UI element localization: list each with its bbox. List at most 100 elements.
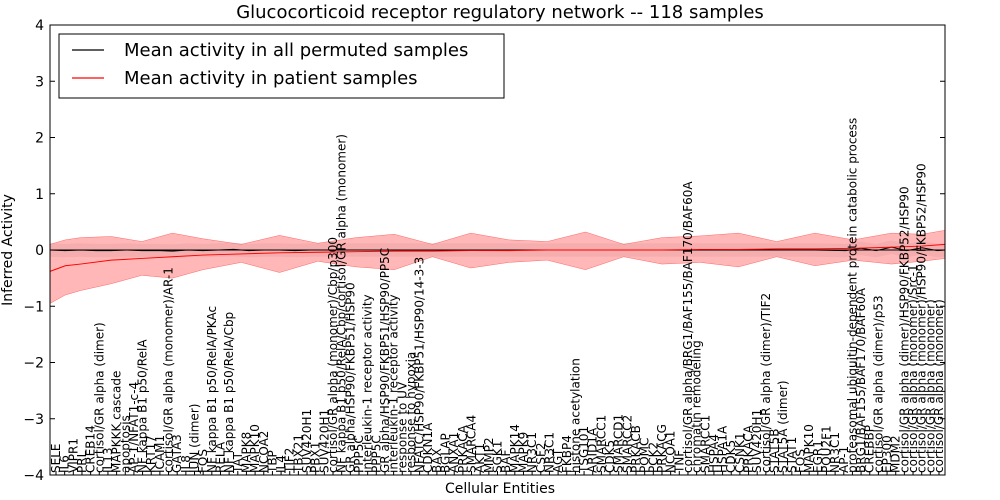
x-tick-label: SMARCC2 [620, 415, 634, 473]
x-tick-label: AGT [551, 448, 565, 473]
x-tick-label: PBX1 [309, 442, 323, 473]
x-tick-label: TAT [231, 451, 245, 474]
x-tick-label: AKT1 [473, 443, 487, 473]
y-axis-label: Inferred Activity [0, 194, 16, 306]
x-tick-label: EGR1 [811, 440, 825, 473]
x-tick-label: EP300 [880, 435, 894, 473]
x-tick-label: SGK1 [491, 441, 505, 473]
y-tick-label: −4 [23, 468, 44, 484]
x-tick-label: interleukin-1 receptor activity [387, 294, 401, 473]
x-tick-label: cortisol/GR alpha (monomer) [932, 299, 946, 473]
x-tick-label: NF kappa B1 p50/RelA/Cbp [222, 312, 236, 473]
x-tick-label: HSPA1A [716, 425, 730, 473]
x-tick-label: NF kappa B1 p50/RelA/PKAc [205, 306, 219, 473]
x-tick-label: TBX21 [291, 434, 305, 474]
y-tick-label: 0 [35, 243, 44, 259]
x-tick-label: CREB14 [84, 425, 98, 473]
x-tick-label: JUN (dimer) [188, 404, 202, 474]
x-tick-label: AP-1 [837, 446, 851, 473]
x-tick-label: ICAM1 [153, 435, 167, 473]
legend-label: Mean activity in all permuted samples [124, 40, 468, 61]
x-tick-label: NCOA1 [664, 431, 678, 473]
series-lines [49, 243, 946, 272]
x-tick-label: cortisol/GR alpha (dimer)/TIF2 [759, 293, 773, 473]
x-tick-label: MAPKKK cascade [110, 371, 124, 473]
x-tick-label: PCK2 [646, 442, 660, 473]
x-tick-label: cortisol/GR alpha (dimer) [92, 322, 106, 473]
x-tick-label: AP-1/NFAT1-c-4 [127, 382, 141, 473]
x-tick-label: PRKACA [456, 424, 470, 473]
x-tick-label: POMC [638, 438, 652, 473]
x-tick-label: MMP2 [482, 437, 496, 473]
x-tick-label: HSPA4 [707, 434, 721, 473]
x-tick-label: CREBBP [863, 425, 877, 473]
x-tick-label: MDM2 [889, 435, 903, 473]
x-tick-label: cortisol/GR alpha (monomer)/AR-1 [162, 267, 176, 473]
x-tick-label: cortisol/GR alpha (dimer)/HSP90/FKBP52/H… [897, 186, 911, 473]
x-tick-label: NR3C1 [828, 432, 842, 473]
x-axis-label: Cellular Entities [445, 481, 555, 497]
x-tick-label: GR alpha/HSP90/FKBP51/HSP90/PP5C [378, 248, 392, 473]
x-tick-label: SMARCC1 [698, 415, 712, 473]
legend-label: Mean activity in patient samples [124, 68, 418, 89]
x-tick-label: cortisol/GR alpha (monomer) [923, 299, 937, 473]
x-tick-label: FOS [793, 449, 807, 473]
x-tick-label: STAT1 [785, 437, 799, 473]
x-tick-label: CSF2 [534, 442, 548, 473]
x-tick-label: MAPK9 [516, 432, 530, 473]
x-tick-label: cortisol/GR alpha (monomer)/HSP90/FKBP52… [915, 163, 929, 473]
x-tick-label: CDK5 [724, 440, 738, 473]
x-tick-label: BRG1/BAF155/BAF170/BAF60A [854, 287, 868, 473]
x-tick-label: NFATC/HSP90/FKBP51/HSP90/14-3-3 [413, 257, 427, 473]
x-tick-label: TIF2 [283, 448, 297, 474]
x-tick-label: IL6 [58, 455, 72, 473]
x-tick-label: chromatin remodeling [690, 340, 704, 473]
x-tick-label: PRKACG [655, 424, 669, 473]
x-tick-label: IL13 [101, 448, 115, 474]
x-tick-label: MAPK10 [248, 424, 262, 473]
x-tick-label: CDKN1A [421, 422, 435, 473]
x-tick-label: TBP [265, 450, 279, 474]
x-tick-label: CDK5 [603, 440, 617, 473]
x-tick-label: SUV420H1 [300, 409, 314, 473]
x-tick-label: FKBP4 [560, 435, 574, 473]
x-tick-label: GR alpha/HSP90/FKBP51/HSP90 [343, 282, 357, 473]
x-tick-label: PRKACA [742, 424, 756, 473]
x-tick-label: PPP5C [352, 435, 366, 473]
patient-mean-line [49, 243, 946, 272]
x-tick-label: response to UV [395, 381, 409, 473]
x-tick-label: PRKACB [629, 425, 643, 473]
y-tick-label: −2 [23, 356, 44, 372]
x-tick-label: cortisol/GR alpha (dimer)/p53 [871, 295, 885, 473]
x-tick-label: STAT5B [768, 429, 782, 474]
x-tick-label: PRL [75, 450, 89, 473]
permuted-mean-line [49, 246, 946, 252]
x-tick-label: cortisol/GR alpha/BRG1/BAF155/BAF170/BAF… [681, 181, 695, 473]
y-tick-label: 2 [35, 131, 44, 147]
x-tick-label: histone acetylation [568, 358, 582, 473]
x-tick-label: POU2F1 [819, 425, 833, 473]
x-tick-label: TSG101 [577, 426, 591, 474]
y-tick-label: −3 [23, 412, 44, 428]
x-tick-label: ARID1A [586, 427, 600, 473]
x-tick-label: NF kappa B1 p50/RelA [136, 339, 150, 473]
x-tick-label: IL4 [274, 455, 288, 473]
x-tick-label: RELA [213, 441, 227, 473]
x-tick-label: SELE [49, 444, 63, 473]
legend-box [58, 33, 505, 99]
x-tick-label: BAX [430, 448, 444, 473]
x-tick-label: response to hypoxia [404, 352, 418, 473]
x-tick-label: NR3C1 [542, 432, 556, 473]
y-tick-label: 4 [35, 18, 44, 34]
x-tick-label: BGLAP [439, 433, 453, 473]
x-tick-label: ANXA1 [447, 432, 461, 473]
x-tick-label: MAPK10 [802, 424, 816, 473]
x-tick-label: MAPK14 [508, 424, 522, 473]
x-tick-label: BAF [499, 450, 513, 473]
x-tick-label: GATA3 [170, 434, 184, 473]
x-tick-label: PPP5C [369, 435, 383, 473]
x-tick-label: SMARCC1 [594, 415, 608, 473]
x-tick-label: VIPR1 [66, 438, 80, 473]
